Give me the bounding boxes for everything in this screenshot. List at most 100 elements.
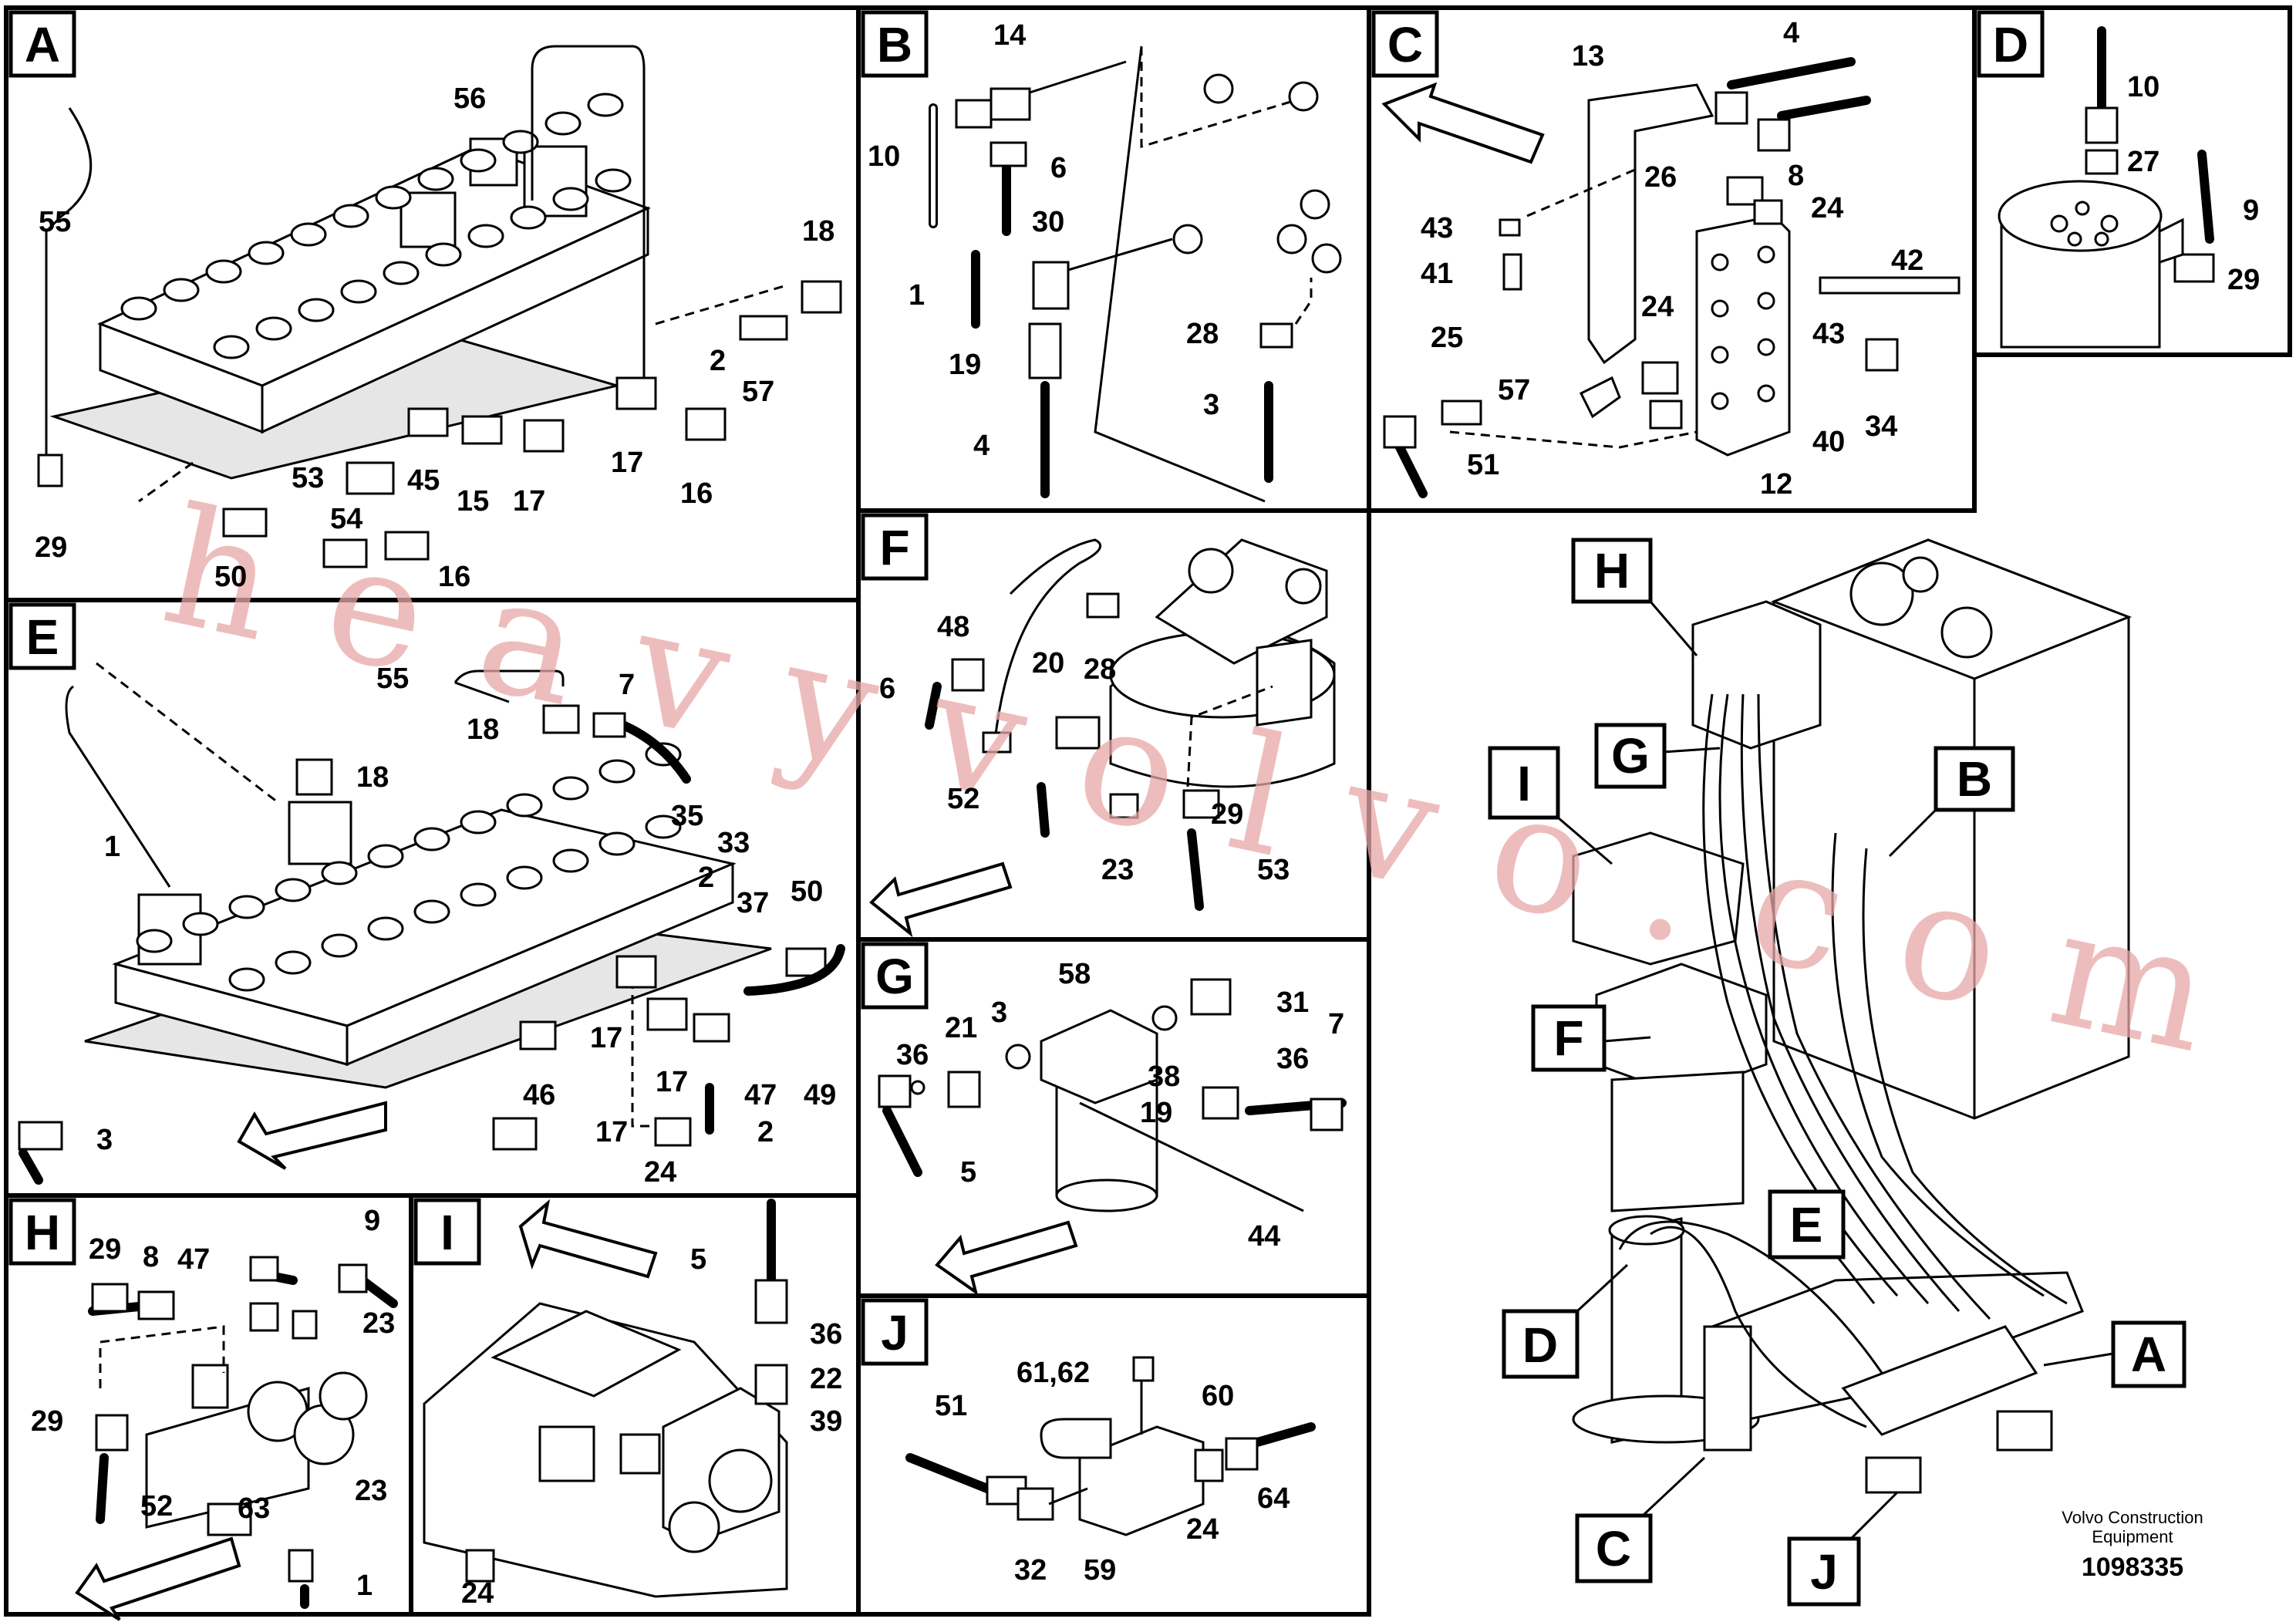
callouts-panel-i: 5 36 22 39 24: [461, 1243, 842, 1610]
callout: 29: [1211, 798, 1243, 831]
callout: 1: [104, 831, 120, 863]
callout: 29: [2227, 264, 2260, 296]
panel-letter-a: A: [25, 17, 60, 73]
panel-label-i: I: [413, 1198, 481, 1266]
valve-port: [645, 814, 682, 839]
panel-label-f: F: [861, 513, 929, 581]
valve-port: [587, 93, 624, 117]
callout: 29: [89, 1233, 121, 1266]
callout: 27: [2127, 146, 2159, 178]
overview-label-i: I: [1517, 756, 1531, 811]
valve-port: [290, 222, 327, 247]
callout: 35: [671, 800, 703, 832]
callout: 20: [1032, 647, 1064, 679]
valve-port: [275, 950, 312, 975]
callouts-panel-f: 48 28 6 20 52 29 23 53: [879, 611, 1290, 886]
callout: 19: [949, 349, 981, 381]
valve-port: [205, 259, 242, 284]
panel-label-e: E: [8, 602, 76, 670]
valve-port: [506, 793, 543, 818]
valve-port: [298, 298, 335, 322]
callout: 6: [879, 673, 895, 705]
valve-port: [228, 895, 265, 919]
callouts-panel-j: 61,62 60 51 64 24 32 59: [935, 1357, 1290, 1587]
callout: 21: [945, 1012, 977, 1044]
panel-letter-j: J: [881, 1305, 909, 1361]
callout: 39: [810, 1405, 842, 1438]
overview-label-b: B: [1957, 751, 1992, 807]
valve-port: [595, 168, 632, 193]
callout: 15: [457, 485, 489, 518]
valve-port: [417, 167, 454, 191]
callout: 24: [1186, 1513, 1219, 1546]
valve-port: [321, 933, 358, 958]
panel-d-drawing: [1998, 26, 2215, 349]
callouts-panel-c: 13 4 8 26 24 43 41 42 43 24 25 57 40 34 …: [1421, 17, 1923, 501]
callout: 3: [1203, 389, 1219, 421]
callout: 16: [680, 477, 713, 510]
credit-line-1: Volvo Construction: [2062, 1508, 2203, 1527]
overview-label-a: A: [2131, 1327, 2166, 1382]
callout: 3: [96, 1124, 113, 1156]
callout: 54: [330, 503, 362, 535]
valve-port: [120, 296, 157, 321]
callout: 2: [757, 1116, 774, 1148]
valve-port: [340, 279, 377, 304]
callout: 41: [1421, 258, 1453, 290]
valve-port: [598, 759, 636, 784]
callout: 24: [1641, 291, 1674, 323]
panel-label-h: H: [8, 1198, 76, 1266]
callout: 46: [523, 1079, 555, 1111]
callout: 50: [214, 561, 247, 593]
callout: 7: [619, 669, 635, 701]
callout: 8: [143, 1241, 159, 1273]
callout: 26: [1644, 161, 1677, 194]
valve-port: [467, 224, 504, 248]
callout: 1: [909, 279, 925, 312]
callout: 36: [896, 1039, 929, 1071]
callout: 17: [656, 1066, 688, 1098]
callout: 5: [960, 1156, 976, 1189]
panel-letter-d: D: [1993, 17, 2028, 73]
callout: 50: [791, 875, 823, 908]
callout: 18: [356, 761, 389, 794]
panel-label-g: G: [861, 942, 929, 1010]
valve-port: [510, 205, 547, 230]
callout: 18: [802, 215, 834, 248]
callout: 57: [742, 376, 774, 408]
callout: 4: [1783, 17, 1799, 49]
callout: 38: [1148, 1061, 1180, 1093]
callout: 45: [407, 464, 440, 497]
panel-label-a: A: [8, 10, 76, 78]
callout: 47: [744, 1079, 777, 1111]
valve-port: [502, 130, 539, 154]
callout: 7: [1328, 1008, 1344, 1040]
valve-port: [552, 848, 589, 873]
valve-port: [375, 185, 412, 210]
valve-port: [552, 776, 589, 801]
valve-port: [544, 111, 582, 136]
overview-label-e: E: [1790, 1197, 1823, 1253]
overview-label-g: G: [1611, 728, 1650, 784]
callout: 16: [438, 561, 470, 593]
valve-port: [321, 861, 358, 885]
valve-port: [275, 878, 312, 902]
callout: 3: [991, 996, 1007, 1029]
panel-c-drawing: [1381, 57, 1961, 498]
panel-j-drawing: [905, 1356, 1316, 1536]
callouts-panel-h: 9 29 8 47 23 29 52 63 23 1: [31, 1205, 395, 1602]
panel-e-drawing: [18, 662, 845, 1185]
valve-port: [552, 187, 589, 211]
panel-f-drawing: [869, 538, 1336, 938]
callouts-panel-e: 55 7 18 18 1 35 33 2 37 50 17 46 17 47 4…: [96, 663, 836, 1189]
callout: 31: [1276, 986, 1309, 1019]
valve-port: [255, 316, 292, 341]
callout: 58: [1058, 958, 1091, 990]
callouts-panel-g: 58 31 21 3 7 36 38 36 19 5 44: [896, 958, 1344, 1253]
panel-b-drawing: [929, 46, 1342, 503]
panel-label-d: D: [1977, 10, 2045, 78]
callout: 19: [1140, 1097, 1172, 1129]
callout: 36: [1276, 1043, 1309, 1075]
overview-label-d: D: [1522, 1317, 1558, 1373]
callout: 5: [690, 1243, 706, 1276]
